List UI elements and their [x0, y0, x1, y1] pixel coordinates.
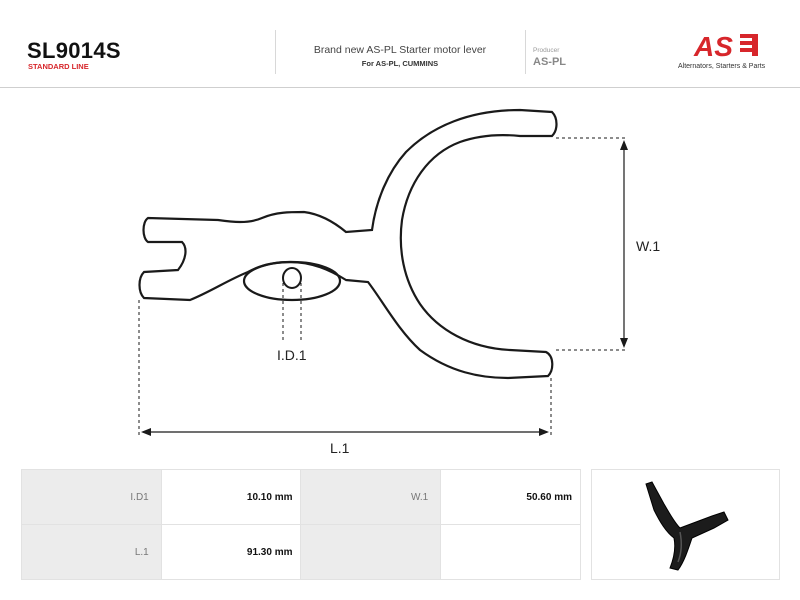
part-code: SL9014S	[27, 38, 121, 63]
pivot-hole	[282, 267, 302, 289]
spec-table: I.D1 10.10 mm W.1 50.60 mm L.1 91.30 mm	[21, 469, 581, 580]
spec-value: 10.10 mm	[160, 469, 302, 525]
logo-text: AS	[693, 31, 733, 62]
spec-value: 91.30 mm	[160, 524, 302, 580]
brand-tagline: Alternators, Starters & Parts	[678, 63, 766, 70]
spec-label: I.D1	[21, 469, 162, 525]
technical-drawing	[138, 108, 628, 438]
product-description: Brand new AS-PL Starter motor lever	[313, 44, 487, 56]
spec-label: W.1	[300, 469, 442, 525]
producer-name: AS-PL	[533, 56, 566, 68]
width-dimension-label: W.1	[636, 238, 661, 254]
spec-label-empty	[300, 524, 442, 580]
brand-logo: AS	[693, 31, 758, 62]
table-row: L.1 91.30 mm	[21, 524, 581, 580]
product-line: STANDARD LINE	[28, 62, 89, 71]
product-photo	[591, 469, 780, 580]
header-divider	[275, 30, 276, 74]
lever-photo-image	[645, 481, 729, 571]
lever-outline	[138, 108, 558, 380]
header-divider	[525, 30, 526, 74]
pivot-boss	[242, 260, 342, 302]
table-row: I.D1 10.10 mm W.1 50.60 mm	[21, 469, 581, 525]
spec-value-empty	[440, 524, 581, 580]
inner-diameter-dimension-label: I.D.1	[277, 347, 307, 363]
header: SL9014S STANDARD LINE Brand new AS-PL St…	[0, 0, 800, 88]
spec-value: 50.60 mm	[440, 469, 581, 525]
spec-label: L.1	[21, 524, 162, 580]
length-dimension-label: L.1	[330, 440, 350, 456]
product-subtitle: For AS-PL, CUMMINS	[361, 59, 439, 68]
producer-label: Producer	[533, 47, 560, 54]
